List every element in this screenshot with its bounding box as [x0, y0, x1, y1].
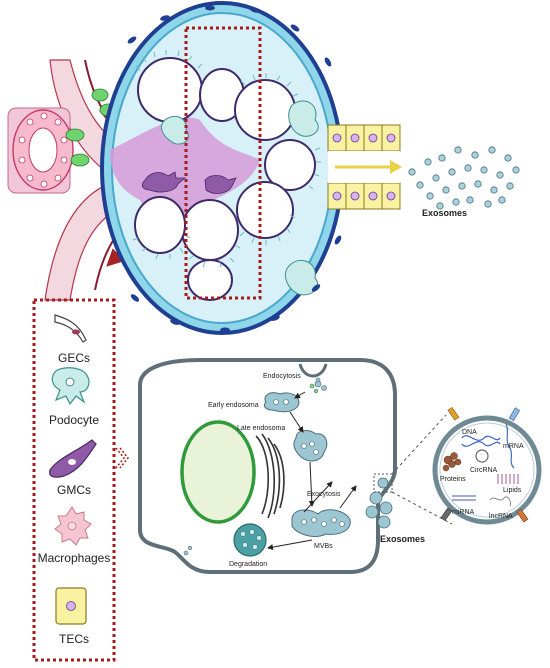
exosome-particle [452, 198, 460, 206]
membrane-proteins [440, 406, 529, 523]
legend-label-gmcs: GMCs [57, 483, 91, 497]
exosome-particle [416, 181, 424, 189]
exosome-zoom: DNA mRNA CircRNA Proteins Lipids miRNA l… [432, 406, 542, 525]
exosome-particle [471, 151, 479, 159]
exosome-particle [474, 180, 482, 188]
early-endosome [263, 392, 300, 413]
exosome-particle [448, 168, 456, 176]
exosome-particle [454, 146, 462, 154]
label-lncrna: lncRNA [489, 513, 513, 520]
exosome-particle [458, 182, 466, 190]
capillary-loops [134, 57, 316, 301]
label-proteins: Proteins [440, 476, 466, 483]
exosome-particle [464, 164, 472, 172]
exosome-particle [504, 154, 512, 162]
exosome-particle [512, 166, 520, 174]
legend-label-podocyte: Podocyte [49, 413, 99, 427]
mvbs [291, 509, 351, 537]
golgi-apparatus [255, 433, 285, 519]
exosome-particle [498, 196, 506, 204]
exosome-biogenesis-cell [138, 358, 397, 574]
mesangial-cells [141, 171, 237, 194]
label-early-endosome: Early endosoma [208, 402, 259, 409]
exosome-particle [488, 146, 496, 154]
exosome-particle [506, 182, 514, 190]
exosome-particle [442, 186, 450, 194]
exosome-particle [438, 154, 446, 162]
pathway-arrows [267, 391, 357, 551]
exosome-particle [466, 196, 474, 204]
exosome-particles-top [408, 146, 520, 210]
legend-label-gecs: GECs [58, 351, 90, 365]
label-mirna: miRNA [452, 509, 474, 516]
gmcs-icon [49, 439, 97, 478]
podocyte-icon [51, 367, 90, 406]
circrna-icon [475, 449, 489, 463]
tecs-icon [55, 587, 87, 625]
glomerulus [7, 1, 344, 335]
exosome-particle [490, 186, 498, 194]
legend-label-tecs: TECs [59, 632, 89, 646]
label-degradation: Degradation [229, 561, 267, 568]
podocyte-fringe [132, 50, 321, 268]
label-circrna: CircRNA [470, 467, 498, 474]
exosome-particle [480, 166, 488, 174]
lipids-icon [497, 474, 519, 484]
cell-type-legend: GECs Podocyte GMCs Macrophages TECs [32, 298, 129, 662]
label-mvbs: MVBs [314, 543, 333, 550]
exosome-particle [424, 158, 432, 166]
exosome-particle [496, 171, 504, 179]
podocyte-cells [161, 100, 319, 296]
degradation-lysosome [233, 523, 267, 557]
exosome-particle [432, 174, 440, 182]
proteins-icon [442, 452, 462, 472]
label-lipids: Lipids [503, 487, 522, 494]
label-endocytosis: Endocytosis [263, 373, 301, 380]
dna-icon [461, 435, 501, 447]
gecs-icon [54, 314, 87, 343]
late-endosome [293, 430, 328, 462]
glomerulus-focus-box [184, 26, 262, 300]
legend-label-macrophages: Macrophages [38, 551, 111, 565]
capsule-nuclei [127, 5, 342, 333]
nucleus [180, 420, 256, 524]
label-dna: DNA [462, 429, 477, 436]
macula-densa [7, 88, 117, 194]
macrophages-icon [54, 506, 92, 546]
mirna-icon [452, 495, 476, 501]
exosomes-label-mid: Exosomes [380, 534, 425, 544]
released-exosomes-cluster [365, 491, 393, 529]
exosome-particle [484, 200, 492, 208]
exosome-particle [408, 168, 416, 176]
label-mrna: mRNA [503, 443, 524, 450]
exosomes-label-top: Exosomes [422, 208, 467, 218]
lncrna-icon [489, 496, 511, 507]
proximal-tubule [327, 124, 402, 210]
exosome-particle [426, 192, 434, 200]
label-late-endosome: Late endosoma [237, 425, 285, 432]
exosome-particle [436, 202, 444, 210]
mrna-icon [505, 423, 515, 469]
label-exocytosis: Exocytosis [307, 491, 341, 498]
